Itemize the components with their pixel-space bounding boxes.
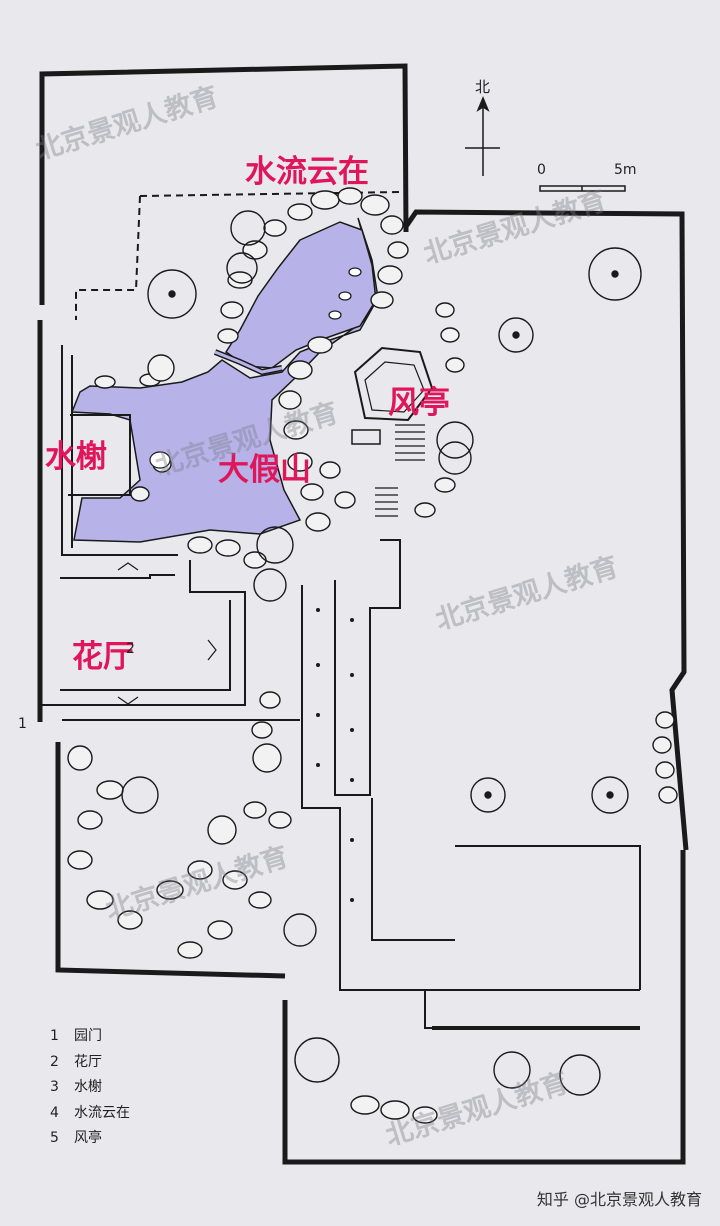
rocks — [67, 187, 678, 1124]
garden-walls — [37, 63, 689, 1165]
label-wind-pavilion: 风亭 — [388, 385, 450, 421]
label-flower-hall: 花厅 — [72, 639, 134, 675]
scale-bar — [539, 185, 626, 192]
plan-number-2: 2 — [126, 641, 135, 657]
label-water-pavilion: 水榭 — [45, 439, 107, 475]
pond-upper — [224, 221, 377, 369]
trees — [121, 210, 642, 1096]
wind-pavilion-inner — [364, 361, 425, 413]
hall-details — [117, 562, 217, 705]
scale-five: 5m — [614, 162, 637, 178]
label-rockery: 大假山 — [218, 452, 311, 488]
tree-centers — [67, 354, 282, 845]
wind-pavilion-outline — [353, 346, 434, 422]
corridor-posts — [316, 608, 354, 902]
stairs — [375, 424, 425, 517]
north-arrow — [465, 96, 500, 176]
label-water-view: 水流云在 — [245, 154, 369, 190]
north-label: 北 — [475, 78, 491, 96]
scale-zero: 0 — [537, 162, 546, 178]
source-credit: 知乎 @北京景观人教育 — [536, 1190, 702, 1209]
pavilion-table — [351, 429, 381, 445]
plan-number-1: 1 — [18, 716, 27, 732]
pond-stones — [149, 267, 362, 469]
